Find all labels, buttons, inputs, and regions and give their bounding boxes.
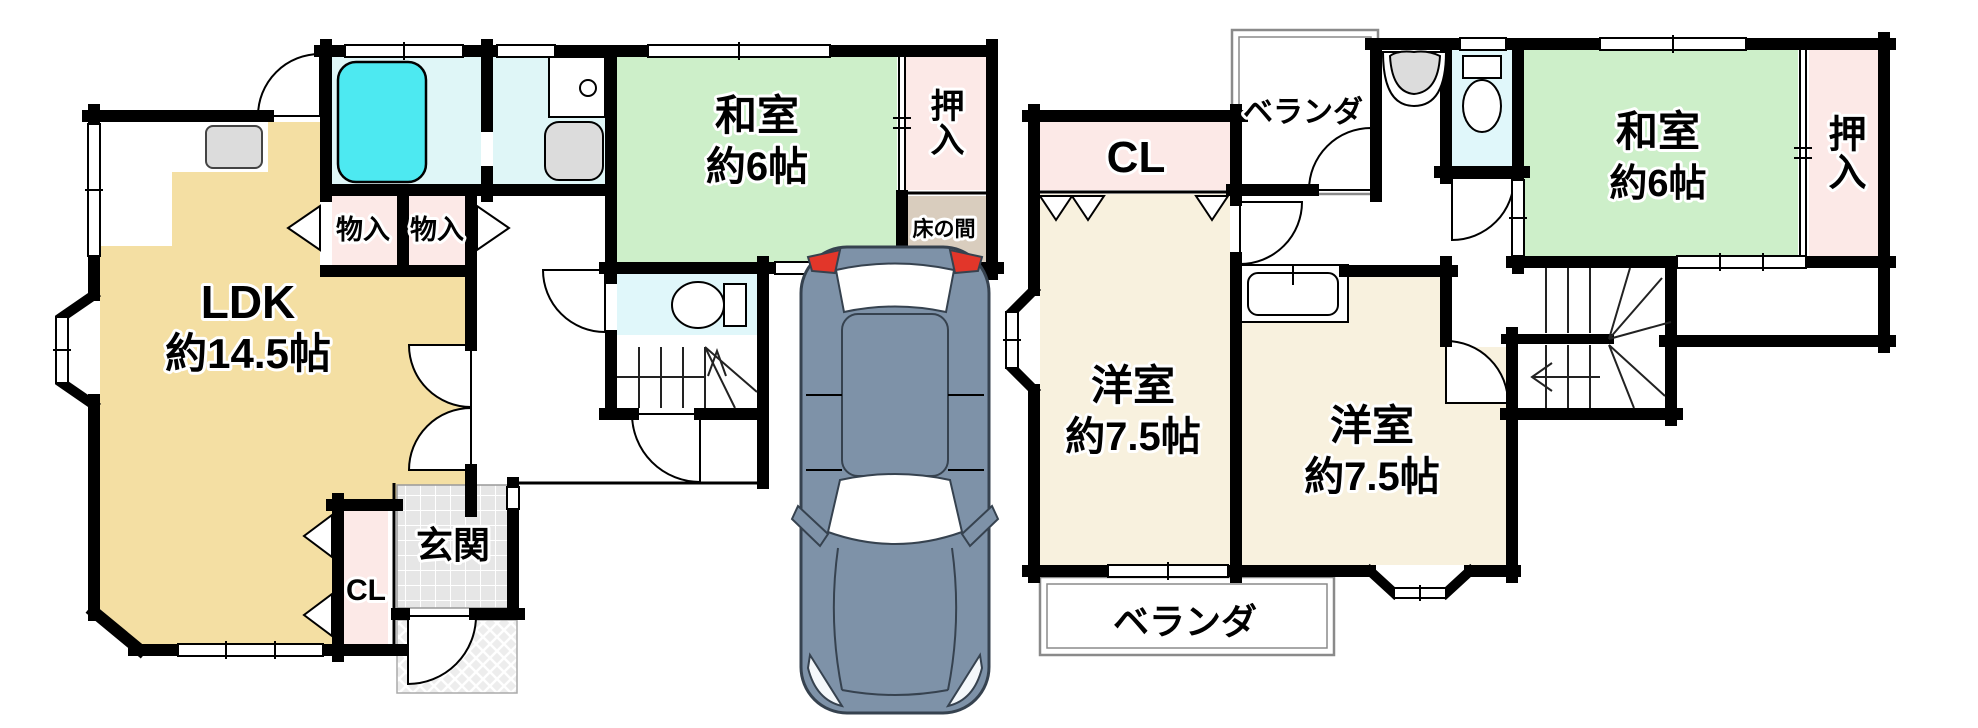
- oshiire-fusuma-2f: [1794, 50, 1812, 256]
- car-windshield: [826, 473, 964, 545]
- cl-folding-door-icons-2f: [1038, 195, 1230, 222]
- floor-plan-2f: CL ベランダ 和室 約6帖 押入 洋室 約7.5帖 洋室 約7.5帖 ベランダ: [1003, 28, 1896, 657]
- label-washitsu-2f: 和室: [1616, 108, 1700, 155]
- label-veranda-bottom: ベランダ: [1113, 601, 1257, 642]
- monoire-door-icon-1: [286, 204, 321, 252]
- bay-window-walls-1f: [55, 288, 101, 412]
- closet-oshiire-1f: [905, 57, 986, 190]
- car-mirror-left-icon: [790, 504, 830, 548]
- label-youshitsu-left: 洋室: [1091, 362, 1175, 409]
- kitchen-counter-icon: [205, 125, 263, 169]
- room-washitsu-2f: [1524, 50, 1798, 256]
- label-monoire-1: 物入: [336, 215, 390, 245]
- label-tokonoma: 床の間: [913, 217, 976, 241]
- toilet-icon-2f: [1462, 55, 1502, 133]
- door-arc-kitchen: [256, 52, 321, 117]
- closet-cl-1f: [344, 511, 388, 644]
- label-oshiire-2f: 押入: [1822, 114, 1866, 190]
- room-ldk: [100, 122, 465, 644]
- car-roof: [841, 313, 949, 477]
- door-arc-toilet-2f: [1451, 177, 1516, 242]
- door-arc-youshitsu-left: [1239, 201, 1304, 266]
- closet-cl-2f: [1040, 122, 1230, 190]
- door-arc-toilet-1f: [541, 269, 606, 334]
- stairs-down-arrow-icon: [1530, 362, 1600, 392]
- bay-walls-2f: [1004, 282, 1478, 601]
- label-cl-1f: CL: [346, 574, 386, 607]
- car-illustration: [790, 245, 1000, 715]
- label-ldk-size: 約14.5帖: [165, 330, 331, 377]
- thin-lines-1f: [392, 191, 986, 650]
- room-youshitsu-left: [1040, 194, 1230, 571]
- label-youshitsu-left-size: 約7.5帖: [1065, 415, 1201, 459]
- label-genkan: 玄関: [416, 525, 490, 566]
- label-monoire-2: 物入: [410, 215, 464, 245]
- cl-door-icon-lower: [302, 592, 333, 638]
- door-arc-entrance: [407, 615, 478, 686]
- washbasin-icon-2f: [1381, 50, 1448, 108]
- storage-monoire-1: [332, 196, 397, 265]
- label-ldk: LDK: [201, 276, 296, 328]
- label-washitsu-2f-size: 約6帖: [1609, 163, 1706, 205]
- door-arc-ldk-lower: [407, 406, 472, 471]
- car-rear-window: [834, 262, 956, 314]
- car-hood-lines: [832, 547, 958, 696]
- label-cl-2f: CL: [1107, 133, 1166, 182]
- car-front-corner-left: [806, 652, 845, 708]
- stairs-2f: [1530, 267, 1672, 409]
- label-washitsu-1f-size: 約6帖: [706, 145, 808, 189]
- label-youshitsu-right-size: 約7.5帖: [1304, 455, 1440, 499]
- genkan-tile: [396, 484, 514, 609]
- cl-door-icon-upper: [302, 513, 333, 559]
- car-front-corner-right: [945, 652, 984, 708]
- label-veranda-top: ベランダ: [1243, 95, 1363, 129]
- door-arc-ldk-upper: [407, 344, 472, 409]
- room-washitsu-1f: [617, 57, 897, 262]
- oshiire-sliding-door-1f: [893, 57, 911, 190]
- windows-1f: [53, 42, 894, 659]
- label-washitsu-1f: 和室: [715, 92, 799, 139]
- windows-2f: [1003, 35, 1807, 601]
- door-arc-veranda-top: [1307, 126, 1372, 191]
- washing-machine-icon: [544, 121, 604, 181]
- monoire-door-icon-2: [476, 204, 511, 252]
- door-arc-hall-1f: [630, 413, 701, 484]
- car-taillight-left-icon: [806, 248, 842, 275]
- label-youshitsu-right: 洋室: [1330, 402, 1414, 449]
- storage-monoire-2: [409, 196, 465, 265]
- stairs-up-arrow-icon: [707, 348, 727, 377]
- room-youshitsu-right: [1242, 277, 1506, 565]
- car-taillight-right-icon: [948, 248, 984, 275]
- closet-oshiire-2f: [1809, 50, 1878, 256]
- stairs-1f: [617, 346, 758, 409]
- label-oshiire-1f: 押入: [925, 88, 964, 156]
- sink-basin-icon: [579, 79, 597, 97]
- bathtub-icon: [336, 60, 428, 184]
- floor-plan-1f: LDK 約14.5帖 和室 約6帖 押入 床の間 物入 物入 CL 玄関: [53, 39, 1004, 694]
- counter-nook: [1237, 264, 1349, 323]
- car-mirror-right-icon: [960, 504, 1000, 548]
- toilet-icon-1f: [671, 281, 747, 329]
